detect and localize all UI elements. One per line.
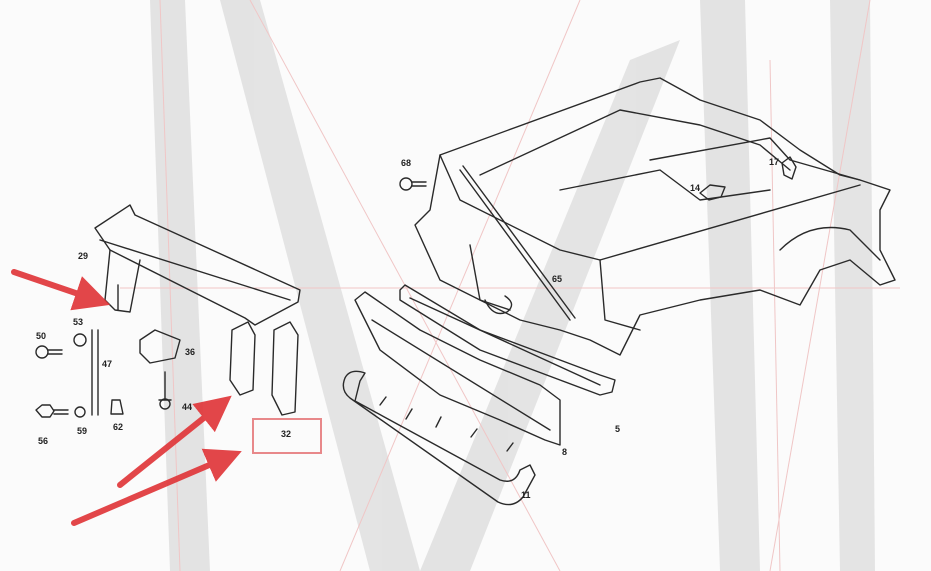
- part-label-53: 53: [73, 317, 84, 327]
- part-label-11: 11: [521, 490, 531, 500]
- part-label-32: 32: [281, 429, 292, 439]
- part-label-14: 14: [690, 183, 701, 193]
- part-label-47: 47: [102, 359, 113, 369]
- red-arrow-icon: [11, 269, 111, 311]
- part-label-56: 56: [38, 436, 49, 446]
- part-label-50: 50: [36, 331, 47, 341]
- part-label-62: 62: [113, 422, 124, 432]
- part-label-65: 65: [552, 274, 563, 284]
- red-arrow-icon: [117, 395, 232, 488]
- part-label-5: 5: [615, 424, 621, 434]
- part-label-59: 59: [77, 426, 88, 436]
- part-label-68: 68: [401, 158, 412, 168]
- part-label-8: 8: [562, 447, 568, 457]
- part-label-36: 36: [185, 347, 196, 357]
- red-arrow-icon: [71, 448, 242, 526]
- part-label-17: 17: [769, 157, 780, 167]
- part-label-44: 44: [182, 402, 193, 412]
- part-label-29: 29: [78, 251, 89, 261]
- highlight-box-part-32: [252, 418, 322, 454]
